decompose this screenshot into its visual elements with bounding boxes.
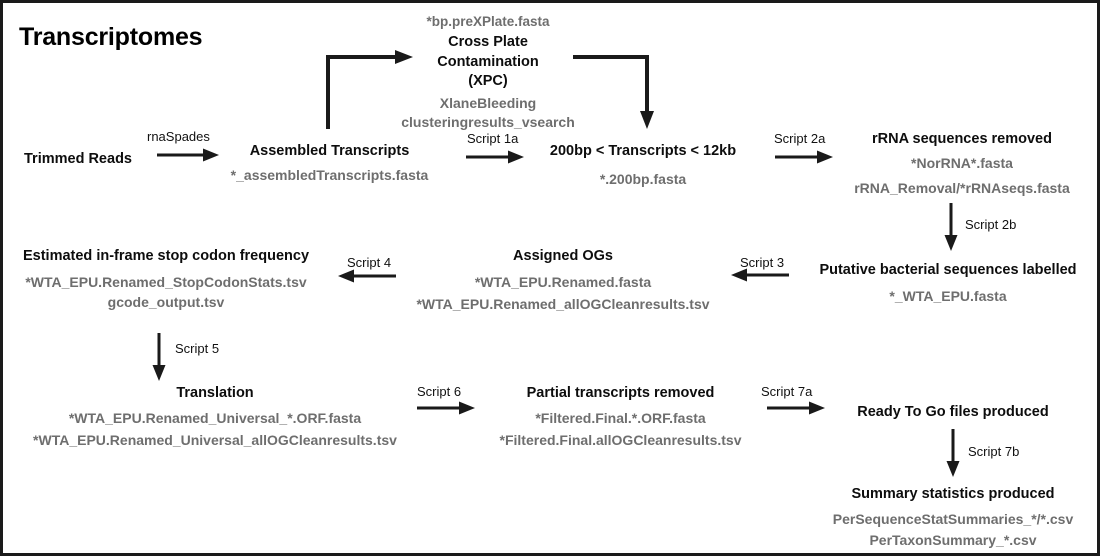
edge-label-script-4: Script 4 xyxy=(347,255,392,270)
node-file: PerSequenceStatSummaries_*/*.csv xyxy=(832,510,1074,527)
node-file: *NorRNA*.fasta xyxy=(911,154,1013,171)
node-header: Ready To Go files produced xyxy=(857,404,1049,420)
arrow-xpc-out xyxy=(569,47,665,131)
edge-label-script-1a: Script 1a xyxy=(467,131,519,146)
node-header: Putative bacterial sequences labelled xyxy=(819,262,1077,278)
node-putative-bacterial-labelled: Putative bacterial sequences labelled *_… xyxy=(803,261,1093,305)
arrow-xpc-in xyxy=(321,47,415,131)
node-header: Partial transcripts removed xyxy=(526,385,715,401)
node-file: *WTA_EPU.Renamed.fasta xyxy=(474,273,652,290)
edge-label-script-7b: Script 7b xyxy=(968,444,1020,459)
node-assigned-ogs: Assigned OGs *WTA_EPU.Renamed.fasta *WTA… xyxy=(398,247,728,314)
node-cross-plate-contamination: *bp.preXPlate.fasta Cross Plate Contamin… xyxy=(393,13,583,132)
edge-label-script-6: Script 6 xyxy=(417,384,462,399)
node-header-line-3: (XPC) xyxy=(468,73,508,90)
edge-label-rnaspades: rnaSpades xyxy=(147,129,210,144)
arrow-script-7a xyxy=(765,399,827,417)
node-partial-transcripts-removed: Partial transcripts removed *Filtered.Fi… xyxy=(478,384,763,450)
edge-label-script-7a: Script 7a xyxy=(761,384,813,399)
node-file: clusteringresults_vsearch xyxy=(401,113,575,130)
node-assembled-transcripts: Assembled Transcripts *_assembledTranscr… xyxy=(208,142,451,184)
arrow-script-2b xyxy=(941,201,961,253)
node-file-pre: *bp.preXPlate.fasta xyxy=(426,14,550,29)
node-file: *WTA_EPU.Renamed_allOGCleanresults.tsv xyxy=(416,296,710,313)
node-summary-statistics: Summary statistics produced PerSequenceS… xyxy=(813,485,1093,550)
arrow-script-1a xyxy=(464,148,526,166)
node-rrna-removed: rRNA sequences removed *NorRNA*.fasta rR… xyxy=(831,130,1093,198)
node-ready-to-go: Ready To Go files produced xyxy=(823,403,1083,423)
arrow-script-4 xyxy=(336,267,398,285)
node-file: *.200bp.fasta xyxy=(599,170,687,187)
node-trimmed-reads: Trimmed Reads xyxy=(3,150,153,170)
edge-label-script-2a: Script 2a xyxy=(774,131,826,146)
node-header-line-2: Contamination xyxy=(437,53,539,70)
edge-label-script-2b: Script 2b xyxy=(965,217,1017,232)
node-file: *WTA_EPU.Renamed_StopCodonStats.tsv xyxy=(25,273,307,290)
node-file: *Filtered.Final.*.ORF.fasta xyxy=(535,409,706,426)
node-header: Trimmed Reads xyxy=(24,151,132,167)
node-header: Translation xyxy=(176,385,254,401)
arrow-script-5 xyxy=(149,331,169,383)
edge-label-script-5: Script 5 xyxy=(175,341,220,356)
node-header: Summary statistics produced xyxy=(851,486,1055,502)
arrow-script-2a xyxy=(773,148,835,166)
node-header: rRNA sequences removed xyxy=(872,131,1052,147)
arrow-rnaspades xyxy=(155,146,221,164)
node-header: Assigned OGs xyxy=(513,248,613,264)
page-title: Transcriptomes xyxy=(19,23,203,51)
node-file: gcode_output.tsv xyxy=(107,294,225,311)
node-file: PerTaxonSummary_*.csv xyxy=(869,532,1037,549)
node-stop-codon-frequency: Estimated in-frame stop codon frequency … xyxy=(5,247,327,312)
edge-label-script-3: Script 3 xyxy=(740,255,785,270)
node-file: XlaneBleeding xyxy=(439,94,537,111)
node-file: *WTA_EPU.Renamed_Universal_*.ORF.fasta xyxy=(68,409,362,426)
arrow-script-7b xyxy=(943,427,963,479)
node-header-line-1: Cross Plate xyxy=(448,34,528,51)
node-file: *_WTA_EPU.fasta xyxy=(889,287,1007,304)
node-file: *_assembledTranscripts.fasta xyxy=(230,166,429,183)
node-file: rRNA_Removal/*rRNAseqs.fasta xyxy=(854,180,1070,197)
node-header: Estimated in-frame stop codon frequency xyxy=(22,248,310,264)
node-header: 200bp < Transcripts < 12kb xyxy=(549,143,737,159)
node-translation: Translation *WTA_EPU.Renamed_Universal_*… xyxy=(3,384,427,450)
node-transcript-length-filter: 200bp < Transcripts < 12kb *.200bp.fasta xyxy=(530,142,756,188)
arrow-script-3 xyxy=(729,266,791,284)
node-header: Assembled Transcripts xyxy=(249,143,410,159)
node-file: *WTA_EPU.Renamed_Universal_allOGCleanres… xyxy=(33,432,397,449)
arrow-script-6 xyxy=(415,399,477,417)
node-file: *Filtered.Final.allOGCleanresults.tsv xyxy=(499,432,742,449)
